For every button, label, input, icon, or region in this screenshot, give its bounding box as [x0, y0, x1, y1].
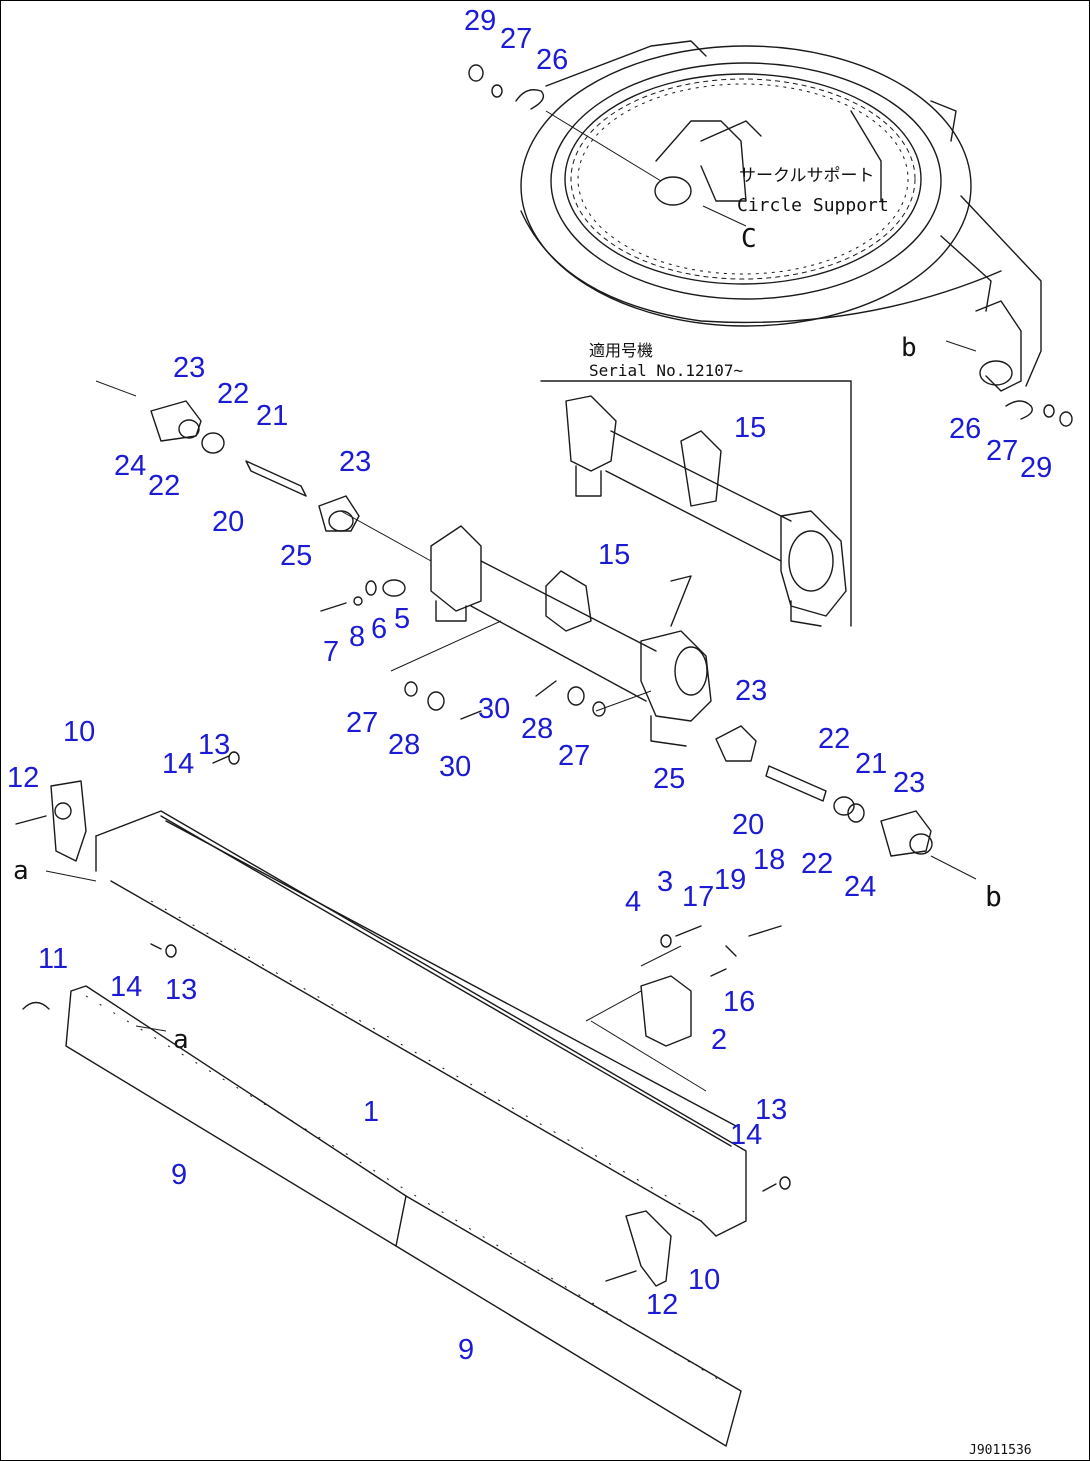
part-label: 13 [755, 1094, 787, 1126]
part-label: 20 [212, 506, 244, 538]
part-label: 25 [653, 763, 685, 795]
circle-support-jp-label: サークルサポート [739, 166, 875, 186]
part-label: 9 [171, 1159, 187, 1191]
part-label: 2 [711, 1024, 727, 1056]
part-label: 14 [730, 1119, 762, 1151]
part-label: 22 [818, 723, 850, 755]
part-label: 26 [536, 44, 568, 76]
left-ball-joint-parts [95, 380, 606, 720]
serial-box-en-label: Serial No.12107~ [589, 361, 743, 380]
part-label: 28 [521, 713, 553, 745]
part-label: 19 [714, 864, 746, 896]
part-label: 23 [893, 767, 925, 799]
circle-support-en-label: Circle Support [737, 195, 889, 216]
part-label: 16 [723, 986, 755, 1018]
serial-box-jp-label: 適用号機 [589, 341, 653, 360]
part-label: 4 [625, 886, 641, 918]
part-label: 21 [256, 400, 288, 432]
drawing-code: J9011536 [969, 1443, 1032, 1458]
view-letter-b-right: b [985, 880, 1002, 913]
part-label: 6 [371, 613, 387, 645]
circle-support-assembly: サークルサポート Circle Support C b [520, 40, 1042, 392]
part-label: 5 [394, 603, 410, 635]
part-label: 22 [148, 470, 180, 502]
view-letter-a-bottom: a [173, 1025, 189, 1055]
part-label: 30 [439, 751, 471, 783]
part-label: 10 [688, 1264, 720, 1296]
part-label: 27 [558, 740, 590, 772]
part-label: 12 [7, 762, 39, 794]
part-label: 12 [646, 1289, 678, 1321]
part-label: 14 [110, 971, 142, 1003]
part-label: 11 [38, 943, 68, 975]
part-label: 14 [162, 748, 194, 780]
right-ball-joint-parts: b [468, 64, 1073, 913]
part-label: 21 [855, 748, 887, 780]
drawbar-assembly [340, 510, 712, 747]
moldboard: a a [13, 751, 791, 1287]
bracket-assembly [585, 925, 782, 1092]
part-label: 13 [165, 974, 197, 1006]
part-label: 9 [458, 1334, 474, 1366]
cutting-edges [65, 985, 742, 1447]
part-label: 15 [734, 412, 766, 444]
part-label: 23 [173, 352, 205, 384]
serial-inset-box: 適用号機 Serial No.12107~ [540, 341, 852, 627]
part-label: 18 [753, 844, 785, 876]
view-letter-b-top: b [901, 333, 917, 363]
part-label: 24 [114, 450, 146, 482]
part-label: 24 [844, 871, 876, 903]
part-label: 29 [464, 5, 496, 37]
part-label: 7 [323, 636, 339, 668]
part-label: 27 [346, 707, 378, 739]
part-label: 23 [735, 675, 767, 707]
part-label: 17 [682, 881, 714, 913]
part-label: 10 [63, 716, 95, 748]
part-label: 22 [801, 848, 833, 880]
part-label: 29 [1020, 452, 1052, 484]
part-label: 28 [388, 729, 420, 761]
part-label: 13 [198, 729, 230, 761]
part-label: 15 [598, 539, 630, 571]
view-letter-a-top: a [13, 856, 29, 886]
view-letter-c: C [741, 224, 757, 254]
part-label: 20 [732, 809, 764, 841]
part-label: 30 [478, 693, 510, 725]
part-label: 8 [349, 621, 365, 653]
part-label: 1 [363, 1096, 379, 1128]
part-label: 23 [339, 446, 371, 478]
part-label: 27 [986, 435, 1018, 467]
part-label: 22 [217, 378, 249, 410]
part-label: 27 [500, 23, 532, 55]
part-label: 3 [657, 866, 673, 898]
part-label: 25 [280, 540, 312, 572]
part-label: 26 [949, 413, 981, 445]
